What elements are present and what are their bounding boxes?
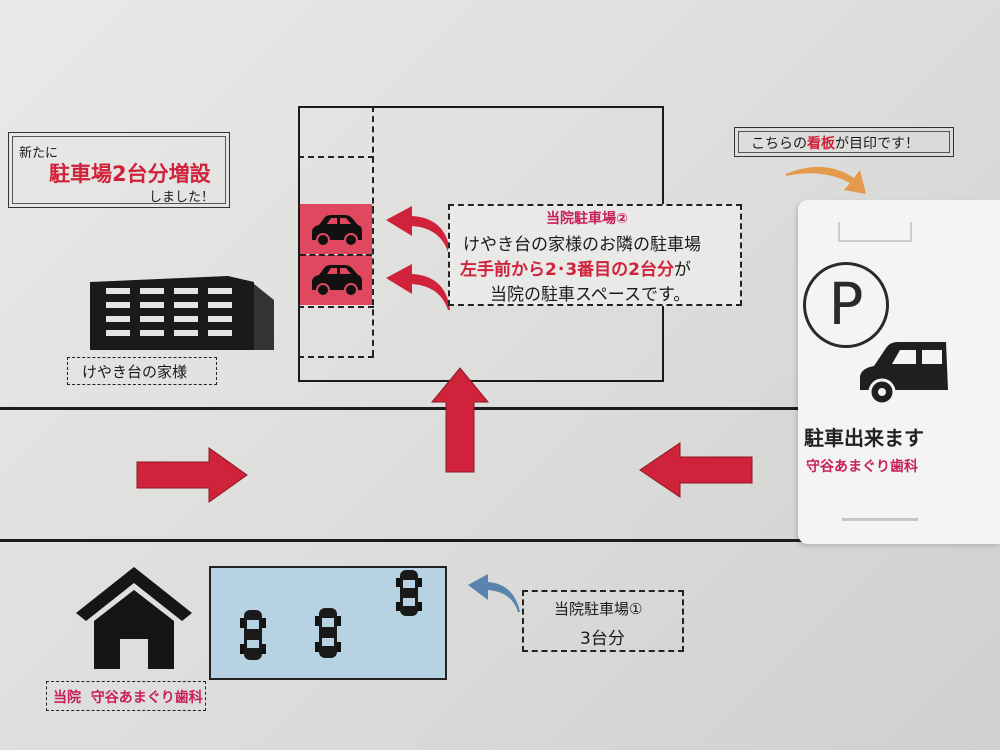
curved-arrow-icon — [386, 206, 450, 252]
apartment-building-icon — [90, 276, 274, 350]
sign-clinic: 守谷あまぐり歯科 — [806, 459, 918, 475]
parking-letter: P — [828, 270, 864, 338]
car-top-icon — [396, 570, 422, 616]
parking2-line3: 当院の駐車スペースです。 — [490, 285, 691, 305]
road-edge-top — [0, 407, 1000, 410]
notice-line1: 新たに — [19, 146, 59, 161]
arrow-left-icon — [639, 442, 753, 498]
notice-line2: 駐車場2台分増設 — [49, 162, 211, 186]
sign-caption: こちらの看板が目印です！ — [751, 136, 919, 152]
curved-arrow-down-icon — [786, 166, 866, 194]
house-icon — [76, 567, 192, 669]
car-icon — [312, 215, 362, 247]
parking1-count: 3台分 — [580, 629, 625, 649]
car-icon — [312, 265, 362, 297]
clinic-label-box: 当院 守谷あまぐり歯科 — [46, 681, 206, 711]
clinic-label: 当院 守谷あまぐり歯科 — [53, 690, 203, 706]
sign-caption-box: こちらの看板が目印です！ — [734, 127, 954, 157]
car-top-icon — [240, 610, 266, 660]
car-top-icon — [315, 608, 341, 658]
parking-sign: P 駐車出来ます 守谷あまぐり歯科 — [798, 200, 1000, 544]
parking2-line2: 左手前から2･3番目の2台分が — [460, 255, 691, 280]
arrow-up-icon — [430, 367, 490, 473]
parking2-line2-red: 左手前から2･3番目の2台分 — [460, 260, 674, 280]
parking2-line2-tail: が — [674, 260, 691, 280]
neighbor-label: けやき台の家様 — [82, 363, 188, 381]
neighbor-label-box: けやき台の家様 — [67, 357, 217, 385]
parking1-title: 当院駐車場① — [554, 600, 643, 618]
parking2-title: 当院駐車場② — [546, 211, 628, 227]
parking2-line1: けやき台の家様のお隣の駐車場 — [463, 235, 701, 255]
notice-line3: しました！ — [149, 190, 215, 205]
notice-box: 新たに 駐車場2台分増設 しました！ — [8, 132, 230, 208]
curved-arrow-icon — [468, 574, 520, 612]
parking-p-icon: P — [803, 262, 889, 348]
sign-text: 駐車出来ます — [804, 426, 924, 450]
arrow-right-icon — [136, 447, 248, 503]
car-icon — [860, 342, 948, 406]
road-edge-bottom — [0, 539, 1000, 542]
curved-arrow-icon — [386, 264, 450, 310]
parking1-info-box: 当院駐車場① 3台分 — [522, 590, 684, 652]
parking2-info-box: 当院駐車場② けやき台の家様のお隣の駐車場 左手前から2･3番目の2台分が 当院… — [448, 204, 742, 306]
